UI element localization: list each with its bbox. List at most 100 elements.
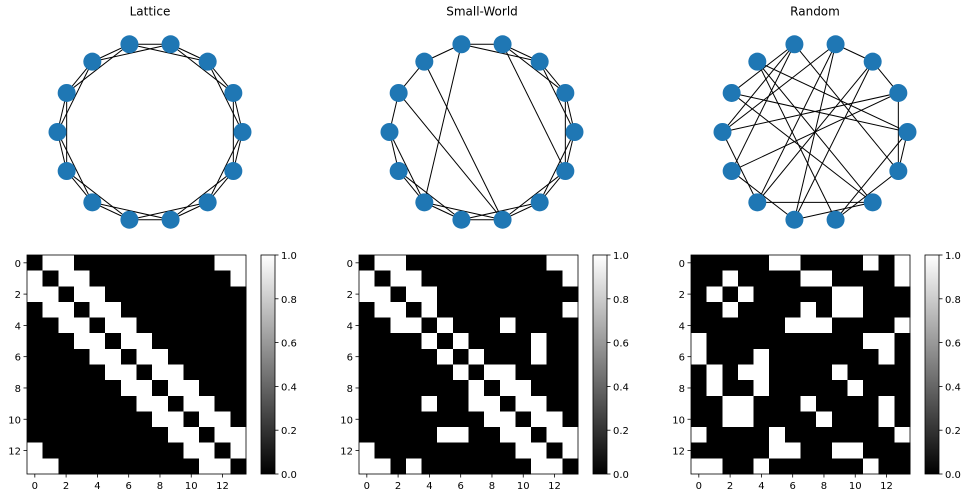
heatmap-cell <box>452 427 469 444</box>
heatmap-cell <box>753 301 770 318</box>
heatmap-cell <box>183 395 200 412</box>
heatmap-cell <box>230 380 247 397</box>
heatmap-cell <box>546 395 563 412</box>
graph-edge <box>207 61 243 133</box>
graph-edge <box>722 92 899 133</box>
heatmap-cell <box>831 255 848 272</box>
heatmap-cell <box>831 270 848 287</box>
heatmap-cell <box>452 348 469 365</box>
heatmap-cell <box>42 411 59 428</box>
heatmap-cell <box>515 270 532 287</box>
heatmap-cell <box>42 286 59 303</box>
y-tick-label: 12 <box>340 447 353 458</box>
heatmap-cell <box>105 255 122 272</box>
heatmap-cell <box>183 301 200 318</box>
heatmap-cell <box>58 255 75 272</box>
heatmap-cell <box>390 364 407 381</box>
graph-edge <box>502 43 566 94</box>
heatmap-cell <box>152 411 169 428</box>
heatmap-cell <box>73 427 90 444</box>
heatmap-cell <box>499 333 516 350</box>
graph-edge <box>793 61 874 220</box>
heatmap-cell <box>784 411 801 428</box>
heatmap-cell <box>546 348 563 365</box>
heatmap-cell <box>359 395 376 412</box>
heatmap-cell <box>452 395 469 412</box>
heatmap-cell <box>863 348 880 365</box>
graph-edge <box>539 131 575 203</box>
heatmap-cell <box>421 364 438 381</box>
heatmap-cell <box>753 458 770 475</box>
heatmap-cell <box>468 395 485 412</box>
heatmap-cell <box>452 255 469 272</box>
heatmap-cell <box>769 395 786 412</box>
heatmap-cell <box>546 301 563 318</box>
graph-edge <box>756 61 874 203</box>
heatmap-cell <box>167 317 184 334</box>
heatmap-cell <box>421 427 438 444</box>
heatmap-cell <box>816 317 833 334</box>
heatmap-cell <box>706 255 723 272</box>
heatmap-cell <box>484 364 501 381</box>
heatmap-cell <box>152 317 169 334</box>
heatmap-cell <box>136 380 153 397</box>
graph-edge <box>170 170 234 221</box>
heatmap-cell <box>214 458 231 475</box>
colorbar-tick-label: 0.4 <box>281 382 297 393</box>
heatmap-cell <box>27 411 44 428</box>
graph-edge <box>57 61 93 133</box>
graph-node <box>826 210 845 229</box>
heatmap-cell <box>374 255 391 272</box>
heatmap-cell <box>546 411 563 428</box>
heatmap-cell <box>847 255 864 272</box>
heatmap-cell <box>374 442 391 459</box>
heatmap-cell <box>152 348 169 365</box>
colorbar: 0.00.20.40.60.81.0 <box>260 251 297 481</box>
heatmap-cell <box>89 442 106 459</box>
colorbar-tick-label: 0.0 <box>613 470 629 481</box>
y-tick-label: 0 <box>347 259 353 270</box>
heatmap-cell <box>800 411 817 428</box>
heatmap-cell <box>120 270 137 287</box>
graph-node <box>556 162 575 181</box>
heatmap-cell <box>421 395 438 412</box>
heatmap-cell <box>769 348 786 365</box>
heatmap-cell <box>421 301 438 318</box>
heatmap-cell <box>737 380 754 397</box>
heatmap-cell <box>421 270 438 287</box>
heatmap-cell <box>691 427 708 444</box>
heatmap-cell <box>722 348 739 365</box>
heatmap-cell <box>359 270 376 287</box>
graph-edge <box>539 61 575 133</box>
heatmap-cell <box>894 427 911 444</box>
heatmap-cell <box>214 255 231 272</box>
heatmap-cell <box>546 458 563 475</box>
heatmap-cell <box>167 270 184 287</box>
heatmap-cell <box>152 442 169 459</box>
heatmap-cell <box>878 395 895 412</box>
heatmap-cell <box>847 364 864 381</box>
heatmap-cell <box>878 270 895 287</box>
graph-node <box>120 35 139 54</box>
heatmap-cell <box>390 380 407 397</box>
colorbar-tick-label: 0.0 <box>281 470 297 481</box>
graph-node <box>452 35 471 54</box>
heatmap-cell <box>831 442 848 459</box>
heatmap-cell <box>722 427 739 444</box>
heatmap-cell <box>515 255 532 272</box>
heatmap-cell <box>737 395 754 412</box>
heatmap-cell <box>120 301 137 318</box>
heatmap-cell <box>753 380 770 397</box>
heatmap-cell <box>562 364 579 381</box>
heatmap-cell <box>105 380 122 397</box>
heatmap-cell <box>152 427 169 444</box>
heatmap-cell <box>499 286 516 303</box>
heatmap-cell <box>167 458 184 475</box>
heatmap-cell <box>531 411 548 428</box>
heatmap-cell <box>562 427 579 444</box>
heatmap-cell <box>230 255 247 272</box>
heatmap-cell <box>214 301 231 318</box>
y-tick-label: 6 <box>347 353 353 364</box>
heatmap-cell <box>753 255 770 272</box>
heatmap-cell <box>105 317 122 334</box>
